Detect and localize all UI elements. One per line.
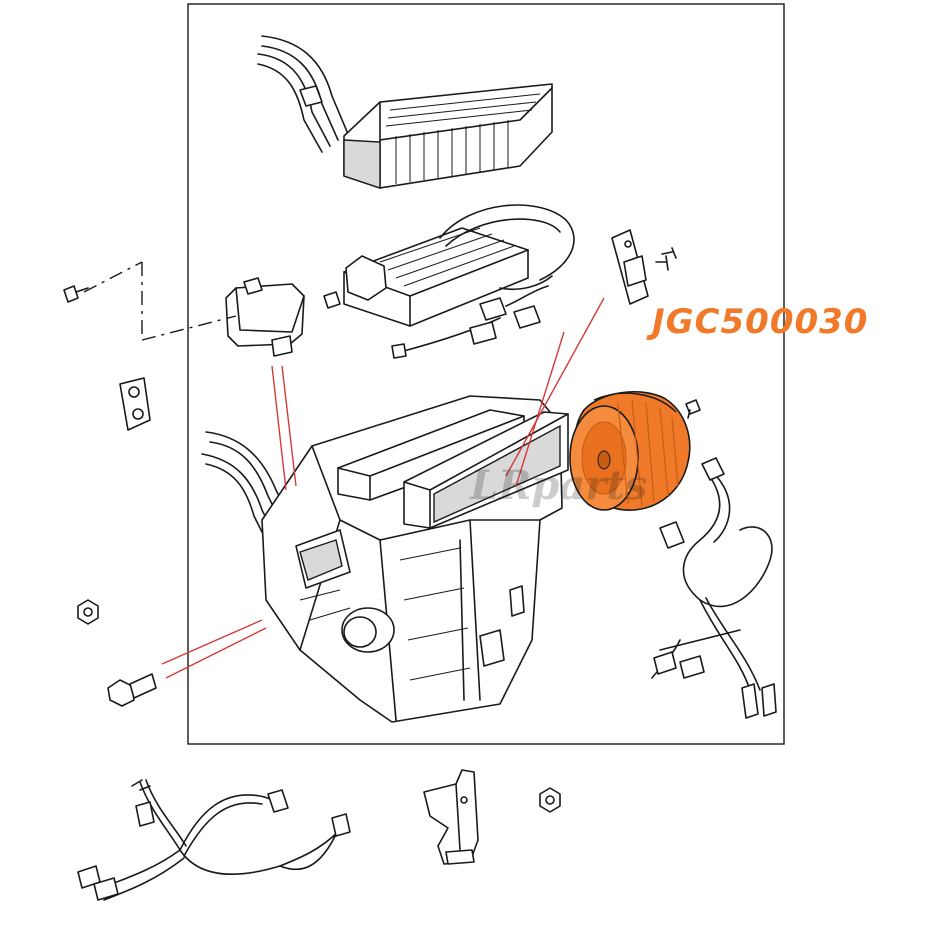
screw-icon	[685, 399, 701, 419]
wiring-harness-icon	[77, 779, 351, 901]
heater-box-icon	[201, 395, 569, 723]
bracket-icon	[423, 769, 479, 865]
blower-motor-icon	[569, 391, 691, 511]
switch-actuator-icon	[611, 229, 677, 305]
nut-icon	[77, 599, 99, 625]
wiring-harness-icon	[651, 457, 777, 719]
bolt-icon	[107, 673, 157, 707]
screw-icon	[63, 285, 89, 303]
assembly-frame	[187, 3, 785, 745]
leader-lines	[161, 297, 605, 679]
actuator-motor-icon	[83, 261, 305, 357]
bracket-plate-icon	[119, 377, 151, 431]
watermark: LRparts	[470, 462, 648, 509]
heater-core-icon	[257, 35, 553, 189]
part-number-label: JGC500030	[652, 302, 869, 342]
nut-icon	[539, 787, 561, 813]
resistor-pack-icon	[323, 204, 575, 359]
